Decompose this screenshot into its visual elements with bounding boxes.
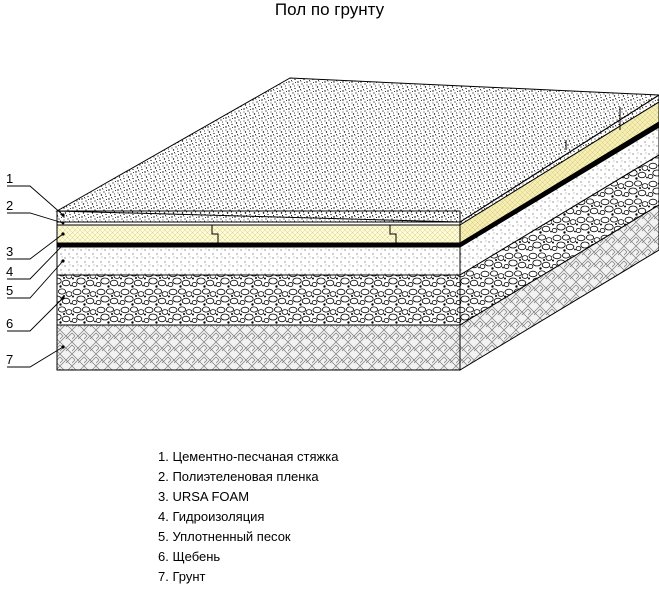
screed-side bbox=[459, 94, 659, 226]
soil-front bbox=[56, 324, 461, 371]
insulation-joint-left bbox=[211, 225, 219, 243]
diagram-title: Пол по грунту bbox=[274, 0, 385, 19]
leader-3 bbox=[7, 233, 64, 260]
insulation-side-joint bbox=[565, 107, 621, 150]
legend-item: 6. Щебень bbox=[158, 549, 221, 564]
sand-front bbox=[56, 246, 461, 276]
legend-item: 7. Грунт bbox=[158, 569, 206, 584]
legend-item: 5. Уплотненный песок bbox=[158, 529, 291, 544]
waterproofing-side bbox=[459, 121, 659, 248]
callout-number-1: 1 bbox=[6, 171, 13, 186]
legend-item: 2. Полиэтеленовая пленка bbox=[158, 469, 319, 484]
legend-item: 4. Гидроизоляция bbox=[158, 509, 265, 524]
callout-number-5: 5 bbox=[6, 283, 13, 298]
gravel-side bbox=[459, 154, 659, 326]
waterproofing-front bbox=[56, 242, 461, 248]
callout-number-7: 7 bbox=[6, 352, 13, 367]
leader-1 bbox=[7, 185, 64, 216]
callout-leaders bbox=[7, 185, 64, 368]
leader-7 bbox=[7, 346, 64, 368]
insulation-side bbox=[459, 101, 659, 244]
legend-item: 1. Цементно-песчаная стяжка bbox=[158, 449, 339, 464]
screed-front bbox=[56, 210, 461, 223]
callout-number-2: 2 bbox=[6, 198, 13, 213]
insulation-joint-right bbox=[389, 225, 397, 243]
callout-number-6: 6 bbox=[6, 316, 13, 331]
legend-item: 3. URSA FOAM bbox=[158, 489, 250, 504]
leader-6 bbox=[7, 297, 64, 332]
legend: 1. Цементно-песчаная стяжка 2. Полиэтеле… bbox=[158, 447, 338, 587]
leader-4 bbox=[7, 244, 64, 280]
leader-5 bbox=[7, 260, 64, 299]
callout-number-4: 4 bbox=[6, 264, 13, 279]
callout-number-3: 3 bbox=[6, 244, 13, 259]
soil-side bbox=[459, 204, 659, 371]
gravel-front bbox=[56, 274, 461, 326]
sand-side bbox=[459, 126, 659, 276]
callout-dots bbox=[61, 213, 65, 349]
leader-2 bbox=[7, 212, 64, 224]
insulation-front bbox=[56, 224, 461, 244]
